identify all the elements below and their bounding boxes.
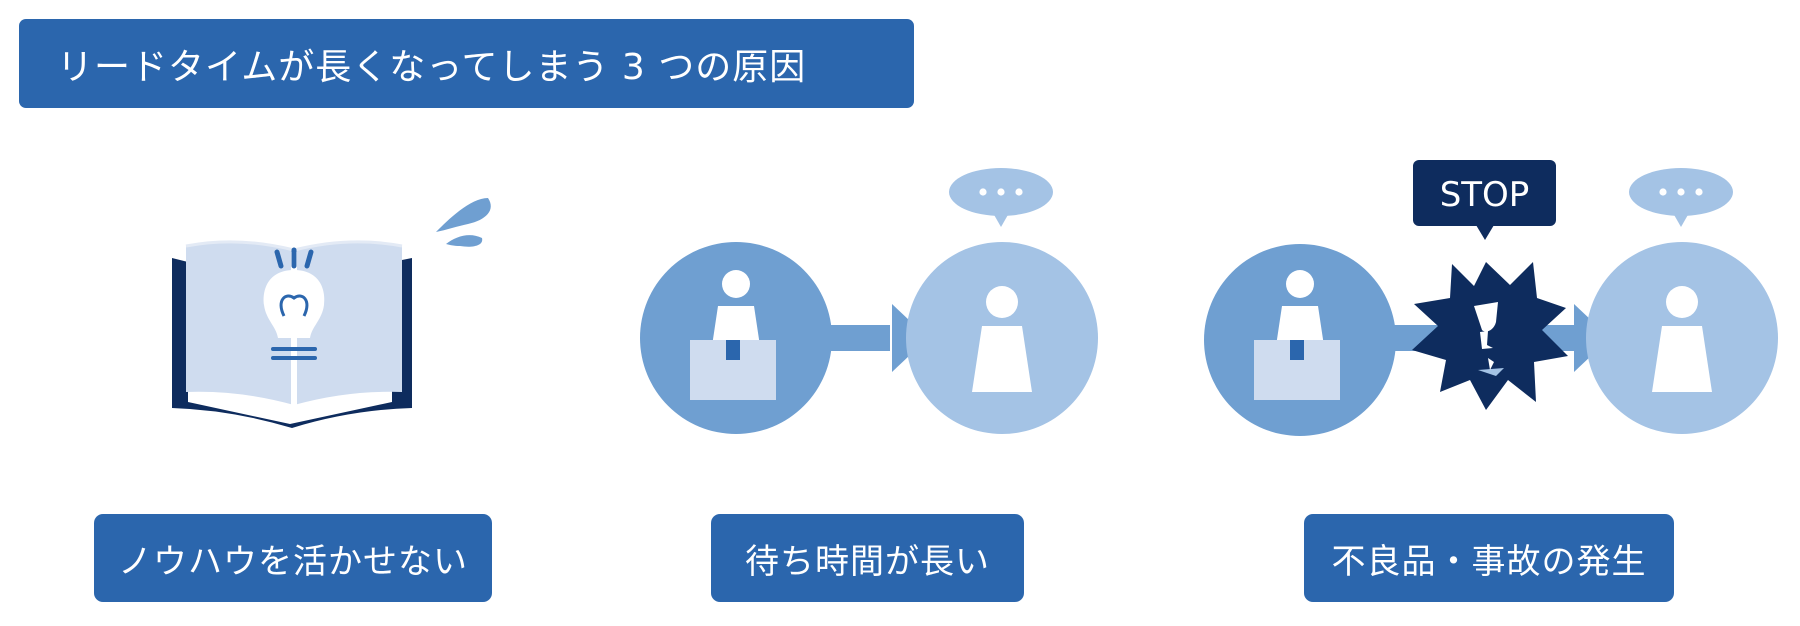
title-banner: リードタイムが長くなってしまう 3 つの原因	[19, 19, 914, 108]
lightbulb-icon	[263, 247, 325, 360]
defect-illustration: STOP	[1204, 160, 1778, 436]
cause-label-defect: 不良品・事故の発生	[1304, 514, 1674, 602]
cause-label-text: 不良品・事故の発生	[1331, 541, 1647, 582]
arrow-right-icon	[830, 304, 928, 372]
person-icon	[972, 286, 1032, 392]
cause-label-text: 待ち時間が長い	[745, 541, 990, 582]
cause-label-text: ノウハウを活かせない	[118, 541, 468, 582]
accident-burst-icon	[1412, 262, 1568, 410]
page-title: リードタイムが長くなってしまう 3 つの原因	[57, 46, 807, 88]
broken-glass-icon	[1474, 302, 1504, 376]
stop-text: STOP	[1440, 175, 1530, 215]
worker-icon-2	[1276, 270, 1324, 346]
cause-label-waiting: 待ち時間が長い	[711, 514, 1024, 602]
book-lightbulb-icon	[172, 198, 491, 428]
waiting-illustration	[640, 168, 1098, 434]
speech-bubble-icon	[949, 168, 1053, 227]
speech-bubble-icon-2	[1629, 168, 1733, 227]
person-icon-2	[1652, 286, 1712, 392]
stop-sign: STOP	[1413, 160, 1556, 240]
cause-label-knowhow: ノウハウを活かせない	[94, 514, 492, 602]
worker-icon	[712, 270, 760, 346]
